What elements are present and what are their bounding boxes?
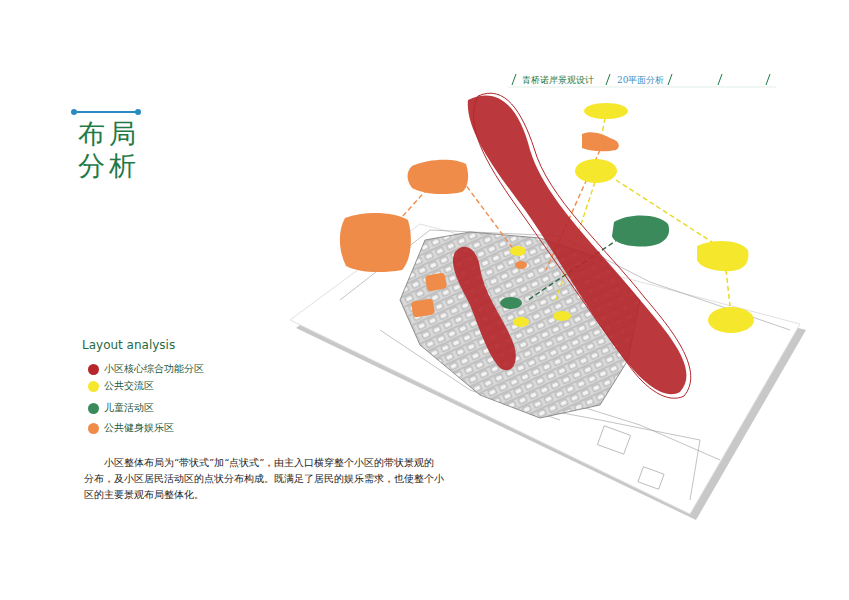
legend-text: 小区核心综合功能分区: [104, 362, 204, 376]
legend-item: 小区核心综合功能分区: [88, 362, 204, 376]
inner-band: [453, 247, 516, 370]
legend-text: 公共健身娱乐区: [104, 421, 174, 435]
fitness-zones: [340, 132, 619, 317]
legend-text: 公共交流区: [104, 379, 154, 393]
legend-item: 儿童活动区: [88, 401, 154, 415]
legend-swatch: [88, 364, 99, 375]
legend-swatch: [88, 403, 99, 414]
legend-swatch: [88, 381, 99, 392]
header-title: 青桥诺岸景观设计: [522, 74, 594, 87]
legend-heading: Layout analysis: [82, 338, 175, 352]
page-title: 布局 分析: [78, 118, 140, 182]
title-rule: [71, 109, 141, 115]
caption-paragraph: 小区整体布局为“带状式”加“点状式”，由主入口横穿整个小区的带状景观的分布，及小…: [84, 455, 444, 503]
legend-item: 公共健身娱乐区: [88, 421, 174, 435]
communication-zones: [510, 103, 754, 333]
legend-item: 公共交流区: [88, 379, 154, 393]
header-rule: [508, 74, 776, 87]
legend-swatch: [88, 423, 99, 434]
legend-text: 儿童活动区: [104, 401, 154, 415]
children-zones: [500, 215, 669, 309]
header-section: 20平面分析: [617, 74, 664, 87]
